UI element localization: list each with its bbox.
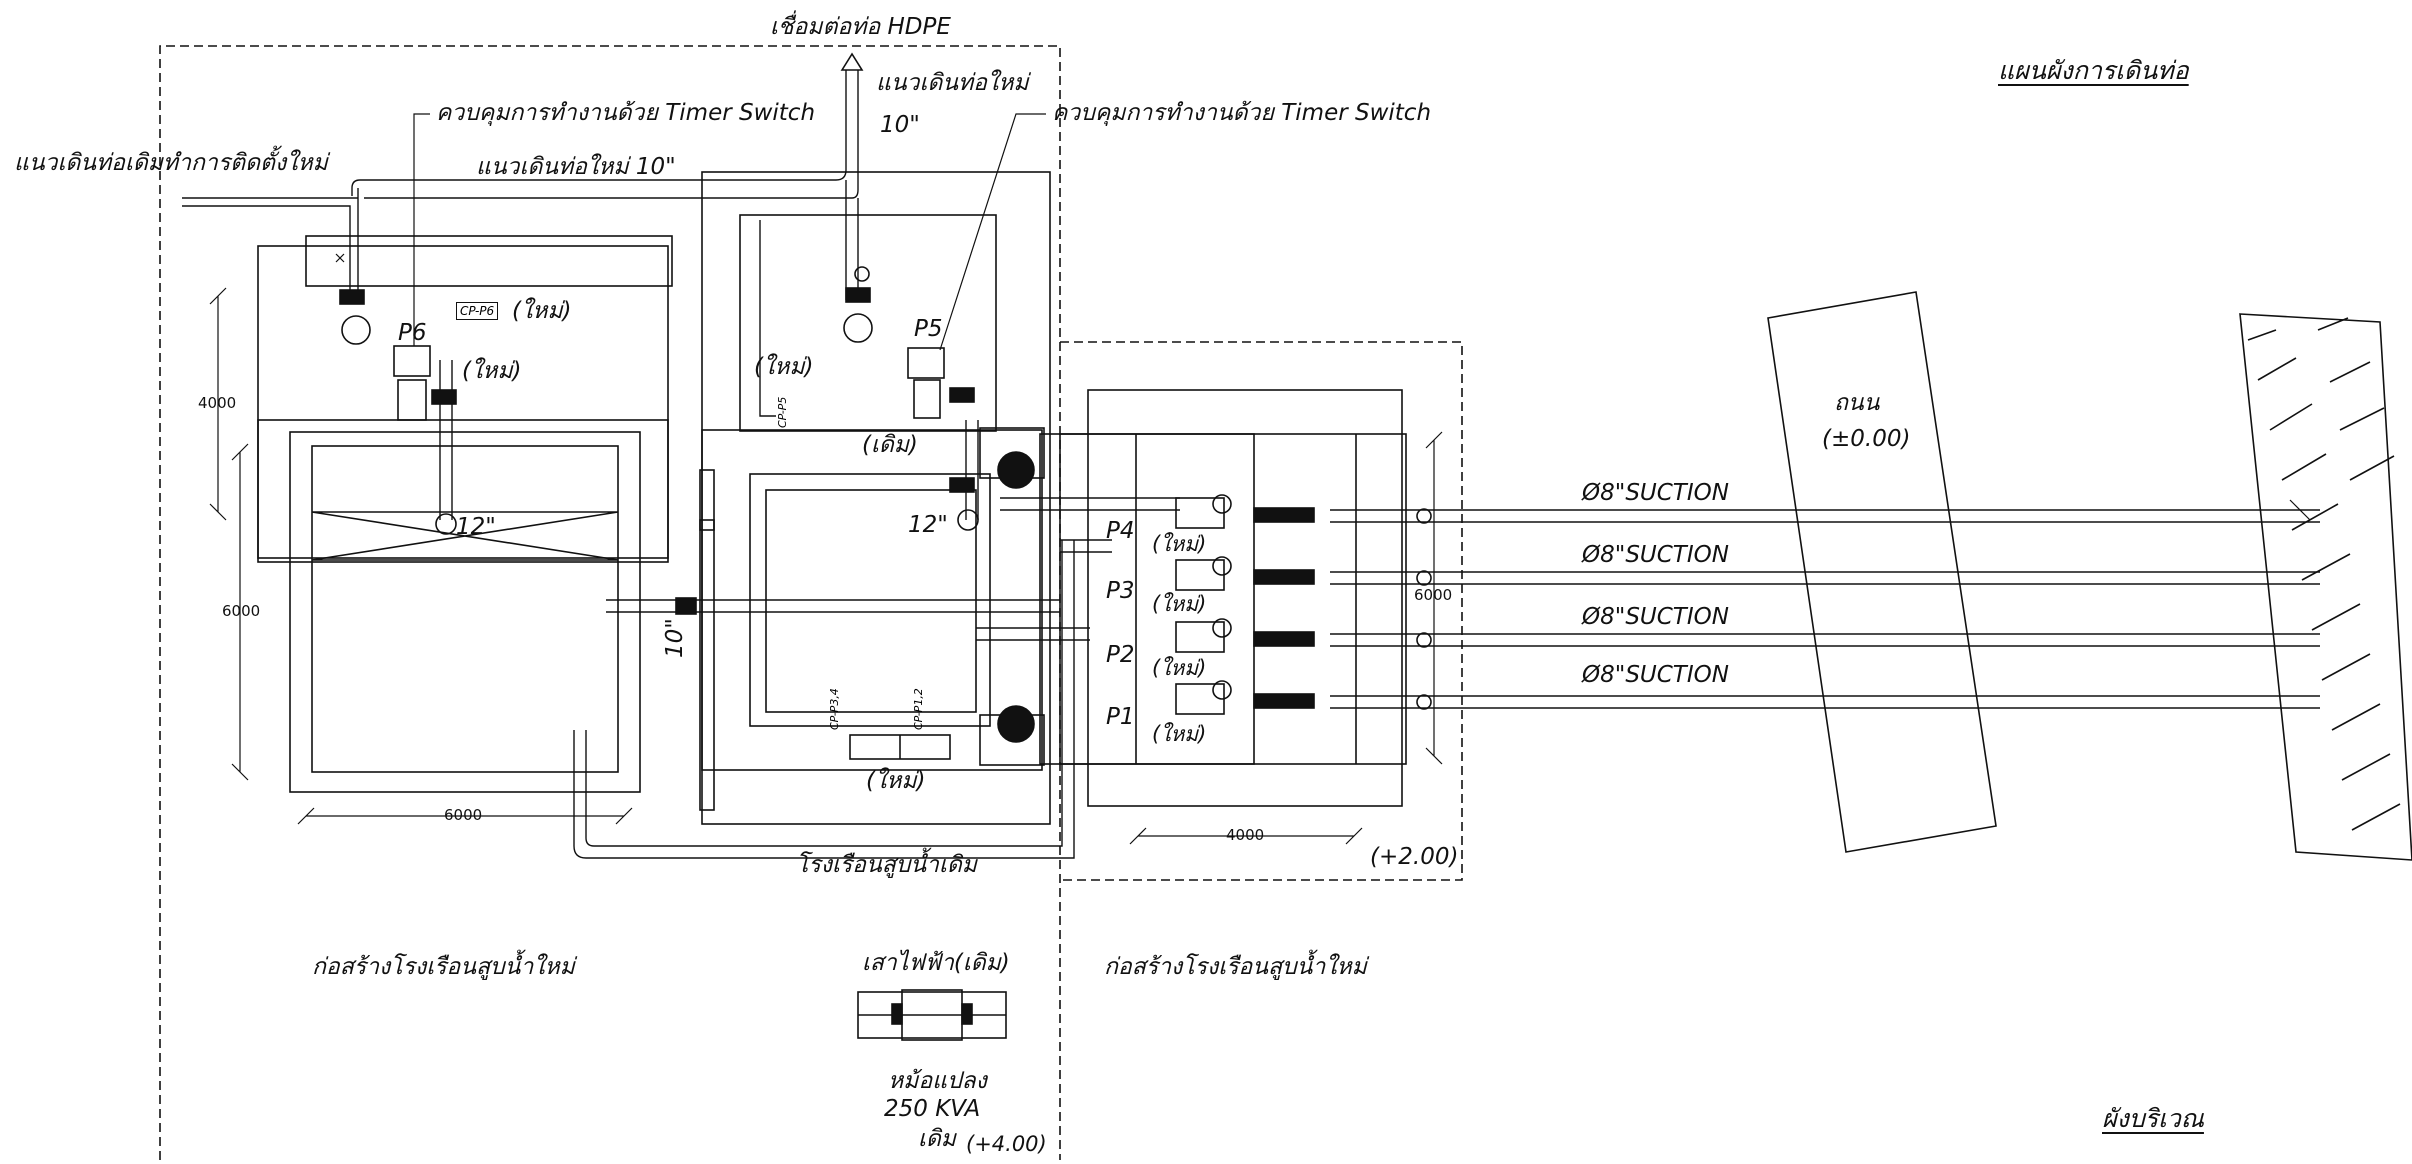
pump-house-right (979, 389, 1407, 807)
site-boundary (159, 45, 1463, 1160)
cp-p6-tag: CP-P6 (456, 302, 499, 320)
pump-p1-label: P1 (1106, 704, 1135, 730)
size-10-vert-label: 10" (662, 618, 688, 658)
timer-switch-left-label: ควบคุมการทำงานด้วย Timer Switch (436, 100, 816, 126)
hdpe-arrow-icon (840, 52, 864, 71)
dim-4000-left: 4000 (198, 394, 237, 412)
existing-pump-circle-upper (997, 451, 1035, 489)
river-bank-wall (2239, 313, 2412, 861)
cp-p12-tag: CP-P1,2 (912, 688, 925, 730)
transformer-label: หม้อแปลง (888, 1068, 987, 1094)
pump-p4-label: P4 (1106, 518, 1135, 544)
dim-6000-right: 6000 (1414, 586, 1453, 604)
dim-6000-left: 6000 (222, 602, 261, 620)
cp-p34-tag: CP-P3,4 (828, 688, 841, 730)
size-12-left-label: 12" (456, 514, 496, 540)
pump-p5-label: P5 (914, 316, 943, 342)
pump-p6-label: P6 (398, 320, 427, 346)
size-12-mid-label: 12" (908, 512, 948, 538)
dim-4000-bottom: 4000 (1226, 826, 1265, 844)
timer-switch-right-label: ควบคุมการทำงานด้วย Timer Switch (1052, 100, 1432, 126)
new-label-2: (ใหม่) (462, 358, 522, 384)
existing-route-label: แนวเดินท่อเดิมทำการติดตั้งใหม่ (14, 150, 328, 176)
build-new-right-label: ก่อสร้างโรงเรือนสูบน้ำใหม่ (1104, 954, 1367, 980)
new-label-4: (ใหม่) (866, 768, 926, 794)
dim-6000-bottom: 6000 (444, 806, 483, 824)
dimension-lines (209, 287, 1443, 845)
new-label-3: (ใหม่) (754, 354, 814, 380)
level-200-label: (+2.00) (1370, 844, 1459, 870)
pump-p2-label: P2 (1106, 642, 1135, 668)
transformer-pole (857, 989, 1007, 1041)
pump-p3-new-label: (ใหม่) (1152, 592, 1207, 616)
hdpe-connection-label: เชื่อมต่อท่อ HDPE (770, 14, 951, 40)
road-label: ถนน (1834, 390, 1880, 416)
new-label-1: (ใหม่) (512, 298, 572, 324)
pump-p4-new-label: (ใหม่) (1152, 532, 1207, 556)
pole-existing-label: เสาไฟฟ้า(เดิม) (862, 950, 1010, 976)
new-route-10-label: แนวเดินท่อใหม่ 10" (476, 154, 676, 180)
leader-lines (413, 113, 1046, 351)
pump-p1-new-label: (ใหม่) (1152, 722, 1207, 746)
kva-label: 250 KVA (884, 1096, 981, 1122)
pump-p3-label: P3 (1106, 578, 1135, 604)
suction-line-4-label: Ø8"SUCTION (1582, 662, 1729, 688)
road (1767, 291, 1997, 853)
suction-line-1-label: Ø8"SUCTION (1582, 480, 1729, 506)
new-pipe-route-label: แนวเดินท่อใหม่ (876, 70, 1029, 96)
size-10-label: 10" (880, 112, 920, 138)
road-level-label: (±0.00) (1822, 426, 1911, 452)
build-new-left-label: ก่อสร้างโรงเรือนสูบน้ำใหม่ (312, 954, 575, 980)
plan-title: แผนผังการเดินท่อ (1998, 56, 2189, 85)
pumps-p5-p6 (339, 266, 979, 615)
site-title: ผังบริเวณ (2102, 1104, 2204, 1133)
existing-pump-house-label: โรงเรือนสูบน้ำเดิม (796, 852, 977, 878)
suction-line-2-label: Ø8"SUCTION (1582, 542, 1729, 568)
cp-p5-tag: CP-P5 (776, 396, 789, 428)
pumps-p1-p4 (1175, 494, 1432, 715)
existing-label-1: (เดิม) (862, 432, 918, 458)
level-400-label: (+4.00) (966, 1132, 1047, 1156)
existing-pump-circle-lower (997, 705, 1035, 743)
suction-lines (1330, 509, 2320, 709)
existing-label-2: เดิม (918, 1126, 956, 1152)
pipe-routes (182, 70, 1180, 859)
suction-line-3-label: Ø8"SUCTION (1582, 604, 1729, 630)
pump-p2-new-label: (ใหม่) (1152, 656, 1207, 680)
